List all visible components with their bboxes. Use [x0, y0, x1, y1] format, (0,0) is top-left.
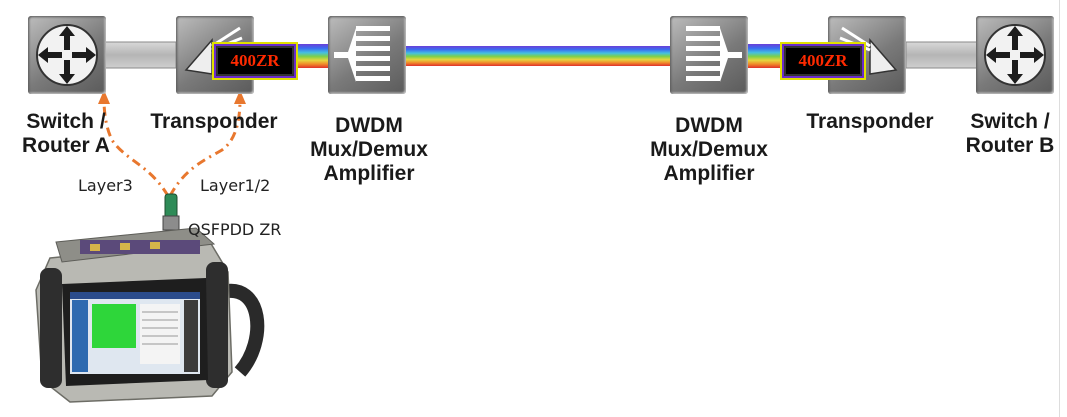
label-switch-router-b-line1: Switch /: [970, 110, 1050, 133]
wavelength-band-b: [748, 44, 788, 68]
label-transponder-a: Transponder: [150, 110, 278, 133]
label-dwdm-a: DWDM Mux/Demux Amplifier: [294, 114, 444, 186]
label-dwdm-b-line2: Mux/Demux: [650, 138, 768, 161]
label-switch-router-a-line2: Router A: [22, 134, 110, 157]
label-dwdm-a-line1: DWDM: [335, 114, 403, 137]
link-transponder-b-switch-b: [905, 41, 979, 69]
wavelength-band-a: [290, 44, 330, 68]
badge-400zr-a: 400ZR: [216, 46, 294, 76]
label-switch-router-b: Switch / Router B: [956, 110, 1064, 158]
qsfp-module: [162, 193, 180, 231]
mux-demux-icon: [334, 26, 390, 82]
page-edge: [1059, 0, 1067, 417]
switch-router-a-icon: [28, 16, 106, 94]
dwdm-b-icon: [670, 16, 748, 94]
label-transponder-b: Transponder: [806, 110, 934, 133]
label-dwdm-b-line3: Amplifier: [663, 162, 755, 185]
prism-icon-b: [839, 26, 898, 75]
label-dwdm-b-line1: DWDM: [675, 114, 743, 137]
test-instrument: [35, 227, 265, 403]
label-switch-router-b-line2: Router B: [965, 134, 1055, 157]
mux-demux-icon-b: [686, 26, 742, 82]
label-dwdm-a-line2: Mux/Demux: [310, 138, 428, 161]
badge-400zr-b: 400ZR: [784, 46, 862, 76]
layer12-arrow: [168, 99, 242, 197]
router-arrows-icon: [36, 24, 98, 86]
layer3-arrowhead: [98, 90, 110, 104]
layer12-arrowhead: [234, 90, 246, 104]
label-switch-router-a: Switch / Router A: [8, 110, 124, 158]
label-dwdm-a-line3: Amplifier: [323, 162, 415, 185]
switch-router-b-icon: [976, 16, 1054, 94]
router-arrows-icon-b: [984, 24, 1046, 86]
layer3-arrow: [102, 99, 170, 197]
annotation-qsfpdd-zr: QSFPDD ZR: [188, 220, 282, 239]
link-switch-a-transponder-a: [103, 41, 177, 69]
label-switch-router-a-line1: Switch /: [26, 110, 106, 133]
annotation-layer12: Layer1/2: [200, 176, 271, 195]
label-dwdm-b: DWDM Mux/Demux Amplifier: [634, 114, 784, 186]
wavelength-band-line: [404, 46, 674, 66]
dwdm-a-icon: [328, 16, 406, 94]
annotation-layer3: Layer3: [78, 176, 133, 195]
